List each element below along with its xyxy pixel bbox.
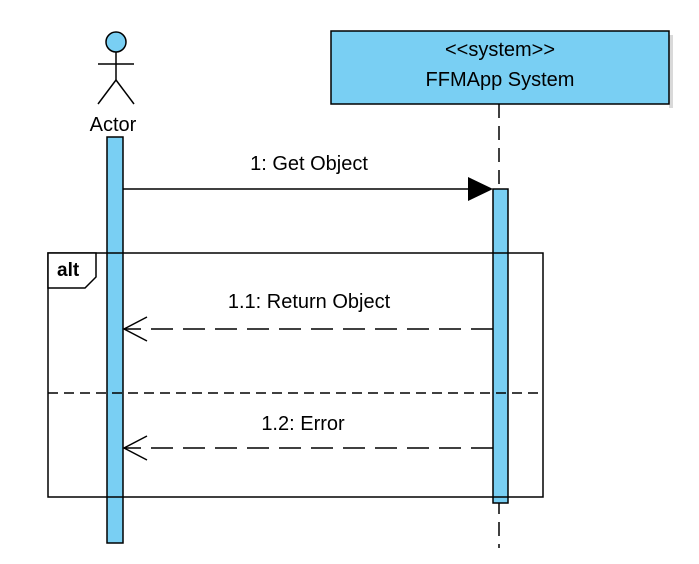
alt-fragment-tab	[47, 252, 97, 289]
message-label-get-object: 1: Get Object	[250, 153, 368, 175]
message-label-error: 1.2: Error	[261, 413, 345, 435]
actor-figure	[97, 31, 135, 105]
open-arrowhead-icon	[122, 316, 148, 342]
actor-head-icon	[105, 31, 127, 53]
actor-activation-bar	[106, 136, 124, 544]
system-name: FFMApp System	[426, 69, 575, 91]
message-label-return-object: 1.1: Return Object	[228, 291, 391, 313]
system-stereotype: <<system>>	[445, 39, 555, 61]
system-lifeline-head	[330, 30, 670, 105]
actor-name: Actor	[90, 114, 137, 136]
system-activation-bar	[492, 188, 509, 504]
system-head-shadow	[669, 35, 673, 108]
alt-operator-label: alt	[57, 260, 80, 281]
filled-arrowhead-icon	[468, 177, 493, 201]
open-arrowhead-icon	[122, 435, 148, 461]
alt-fragment	[47, 252, 544, 498]
